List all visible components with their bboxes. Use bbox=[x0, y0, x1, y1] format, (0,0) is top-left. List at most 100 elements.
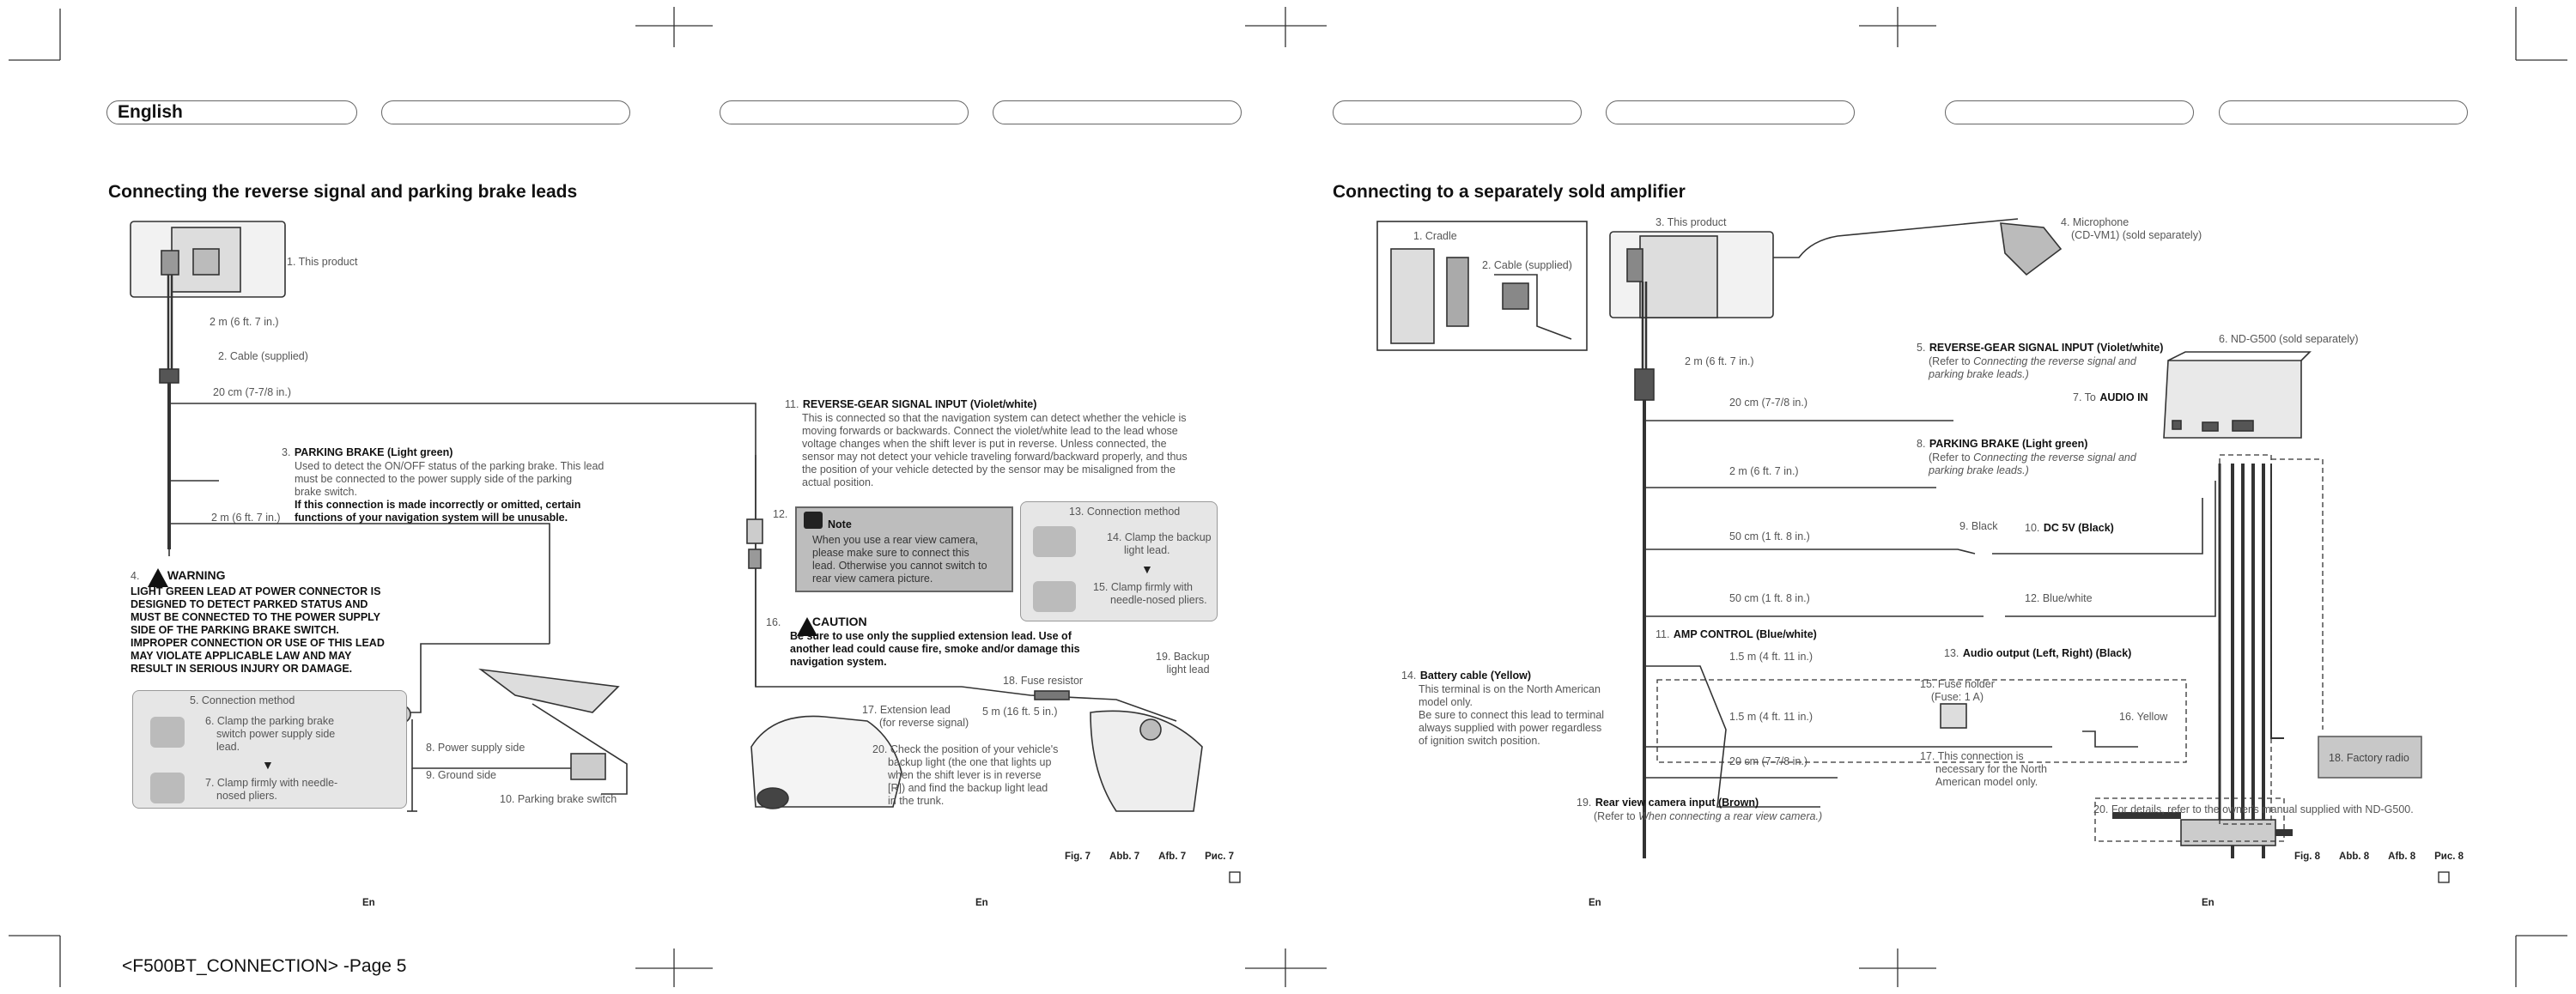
text-line: 17. This connection is bbox=[1920, 750, 2024, 762]
text-line: 19. Backup bbox=[1156, 651, 1210, 663]
note-box: Note When you use a rear view camera, pl… bbox=[795, 506, 1013, 592]
header-pill bbox=[1606, 100, 1855, 124]
text-line: rear view camera picture. bbox=[812, 573, 933, 585]
step-14-text: 14. Clamp the backup light lead. bbox=[1107, 531, 1212, 557]
fig-label: Рис. 8 bbox=[2434, 852, 2464, 862]
label-black: 9. Black bbox=[1959, 520, 1998, 532]
text-line: American model only. bbox=[1935, 776, 2038, 788]
reverse-gear-title: REVERSE-GEAR SIGNAL INPUT (Violet/white) bbox=[1929, 342, 2164, 354]
connection-method-title: 5. Connection method bbox=[190, 694, 295, 706]
reverse-gear-ref: 5. REVERSE-GEAR SIGNAL INPUT (Violet/whi… bbox=[1917, 340, 2174, 381]
text-line: switch power supply side bbox=[216, 728, 336, 740]
warning-line: LIGHT GREEN LEAD AT POWER CONNECTOR IS bbox=[131, 585, 381, 597]
label-5m: 5 m (16 ft. 5 in.) bbox=[982, 706, 1058, 718]
text-line: voltage changes when the shift lever is … bbox=[802, 438, 1167, 450]
dc5v-title: DC 5V (Black) bbox=[2043, 522, 2114, 534]
text-line: light lead. bbox=[1124, 544, 1170, 556]
warning-line: MAY VIOLATE APPLICABLE LAW AND MAY bbox=[131, 650, 352, 662]
text-line: 4. Microphone bbox=[2061, 216, 2129, 228]
amp-control-title: AMP CONTROL (Blue/white) bbox=[1673, 628, 1817, 640]
caution-block: 16. CAUTION Be sure to use only the supp… bbox=[766, 615, 1144, 669]
label-amp-control: 11. AMP CONTROL (Blue/white) bbox=[1656, 627, 1817, 642]
header-pill bbox=[1333, 100, 1582, 124]
label-backup-light-lead: 19. Backup light lead bbox=[1156, 651, 1210, 676]
warning-block: 4. WARNING LIGHT GREEN LEAD AT POWER CON… bbox=[131, 568, 405, 676]
text-line: nosed pliers. bbox=[216, 790, 277, 802]
item-number: 10. bbox=[2025, 522, 2040, 534]
header-pill bbox=[381, 100, 630, 124]
text-line: 15. Fuse holder bbox=[1920, 678, 1995, 690]
text-line: lead. Otherwise you cannot switch to bbox=[812, 560, 987, 572]
arrow-down-icon: ▼ bbox=[262, 758, 274, 772]
text-line: 7. Clamp firmly with needle- bbox=[205, 777, 338, 789]
left-figure-reference: Fig. 7 Abb. 7 Afb. 7 Рис. 7 bbox=[1065, 852, 1234, 862]
label-2m: 2 m (6 ft. 7 in.) bbox=[1685, 355, 1754, 367]
header-pill bbox=[2219, 100, 2468, 124]
label-20cm: 20 cm (7-7/8 in.) bbox=[1729, 397, 1808, 409]
text-line: (Refer to bbox=[1594, 810, 1636, 822]
note-icon bbox=[804, 512, 823, 529]
text-line: This is connected so that the navigation… bbox=[802, 412, 1187, 424]
fig-label: Abb. 7 bbox=[1109, 852, 1140, 862]
text-line: 7. To bbox=[2073, 391, 2096, 403]
label-50cm: 50 cm (1 ft. 8 in.) bbox=[1729, 592, 1810, 604]
text-line: 6. Clamp the parking brake bbox=[205, 715, 335, 727]
label-power-supply-side: 8. Power supply side bbox=[426, 742, 526, 754]
page-lang-marker: En bbox=[2202, 898, 2215, 908]
label-audio-in: 7. To AUDIO IN bbox=[2073, 390, 2148, 405]
caution-title: CAUTION bbox=[811, 615, 867, 628]
text-line: must be connected to the power supply si… bbox=[295, 473, 573, 485]
parking-brake-title: PARKING BRAKE (Light green) bbox=[1929, 438, 2088, 450]
text-line: functions of your navigation system will… bbox=[295, 512, 568, 524]
step-6-text: 6. Clamp the parking brake switch power … bbox=[205, 715, 335, 754]
text-line: needle-nosed pliers. bbox=[1110, 594, 1207, 606]
fig-label: Fig. 7 bbox=[1065, 852, 1091, 862]
text-line: Connecting the reverse signal and bbox=[1973, 452, 2136, 464]
label-microphone: 4. Microphone (CD-VM1) (sold separately) bbox=[2061, 216, 2202, 242]
text-line: 20. Check the position of your vehicle's bbox=[872, 743, 1059, 755]
text-line: 14. Clamp the backup bbox=[1107, 531, 1212, 543]
text-line: If this connection is made incorrectly o… bbox=[295, 499, 581, 511]
item-number: 11. bbox=[785, 398, 799, 410]
label-nd-g500: 6. ND-G500 (sold separately) bbox=[2219, 333, 2359, 345]
text-line: in the trunk. bbox=[888, 795, 945, 807]
label-this-product: 3. This product bbox=[1656, 216, 1727, 228]
text-line: Connecting the reverse signal and bbox=[1973, 355, 2136, 367]
text-line: actual position. bbox=[802, 476, 874, 488]
page-lang-marker: En bbox=[975, 898, 988, 908]
text-line: [R]) and find the backup light lead bbox=[888, 782, 1048, 794]
rear-camera-title: Rear view camera input (Brown) bbox=[1595, 797, 1759, 809]
label-fuse-holder: 15. Fuse holder (Fuse: 1 A) bbox=[1920, 678, 1995, 704]
label-this-product: 1. This product bbox=[287, 256, 358, 268]
label-dc5v: 10. DC 5V (Black) bbox=[2025, 520, 2114, 536]
connection-method-title: 13. Connection method bbox=[1069, 506, 1181, 518]
warning-line: SIDE OF THE PARKING BRAKE SWITCH. bbox=[131, 624, 339, 636]
item-number: 11. bbox=[1656, 628, 1670, 640]
backup-connection-method-box: 13. Connection method 14. Clamp the back… bbox=[1020, 501, 1218, 621]
document-footer: <F500BT_CONNECTION> -Page 5 bbox=[122, 956, 407, 976]
parking-brake-description: 3. PARKING BRAKE (Light green) Used to d… bbox=[282, 445, 642, 524]
text-line: When you use a rear view camera, bbox=[812, 534, 979, 546]
fig-label: Abb. 8 bbox=[2339, 852, 2370, 862]
battery-cable-title: Battery cable (Yellow) bbox=[1419, 670, 1532, 682]
reverse-gear-title: REVERSE-GEAR SIGNAL INPUT (Violet/white) bbox=[802, 398, 1037, 410]
backup-light-instructions: 20. Check the position of your vehicle's… bbox=[872, 743, 1058, 808]
text-line: Be sure to connect this lead to terminal bbox=[1419, 709, 1605, 721]
step-15-text: 15. Clamp firmly with needle-nosed plier… bbox=[1093, 581, 1207, 607]
label-factory-radio: 18. Factory radio bbox=[2329, 752, 2409, 764]
text-line: (Refer to bbox=[1929, 452, 1971, 464]
label-ground-side: 9. Ground side bbox=[426, 769, 496, 781]
caution-line: Be sure to use only the supplied extensi… bbox=[790, 630, 1072, 642]
right-figure-reference: Fig. 8 Abb. 8 Afb. 8 Рис. 8 bbox=[2294, 852, 2464, 862]
header-pill bbox=[720, 100, 969, 124]
pliers-icon bbox=[150, 773, 185, 803]
language-tab: English bbox=[106, 100, 357, 124]
label-cradle: 1. Cradle bbox=[1413, 230, 1457, 242]
header-pill bbox=[993, 100, 1242, 124]
item-number: 19. bbox=[1577, 797, 1592, 809]
rear-camera-ref: 19. Rear view camera input (Brown) (Refe… bbox=[1577, 795, 1822, 823]
text-line: 17. Extension lead bbox=[862, 704, 951, 716]
audio-in-label: AUDIO IN bbox=[2099, 391, 2148, 403]
label-cable: 2. Cable (supplied) bbox=[1482, 259, 1572, 271]
